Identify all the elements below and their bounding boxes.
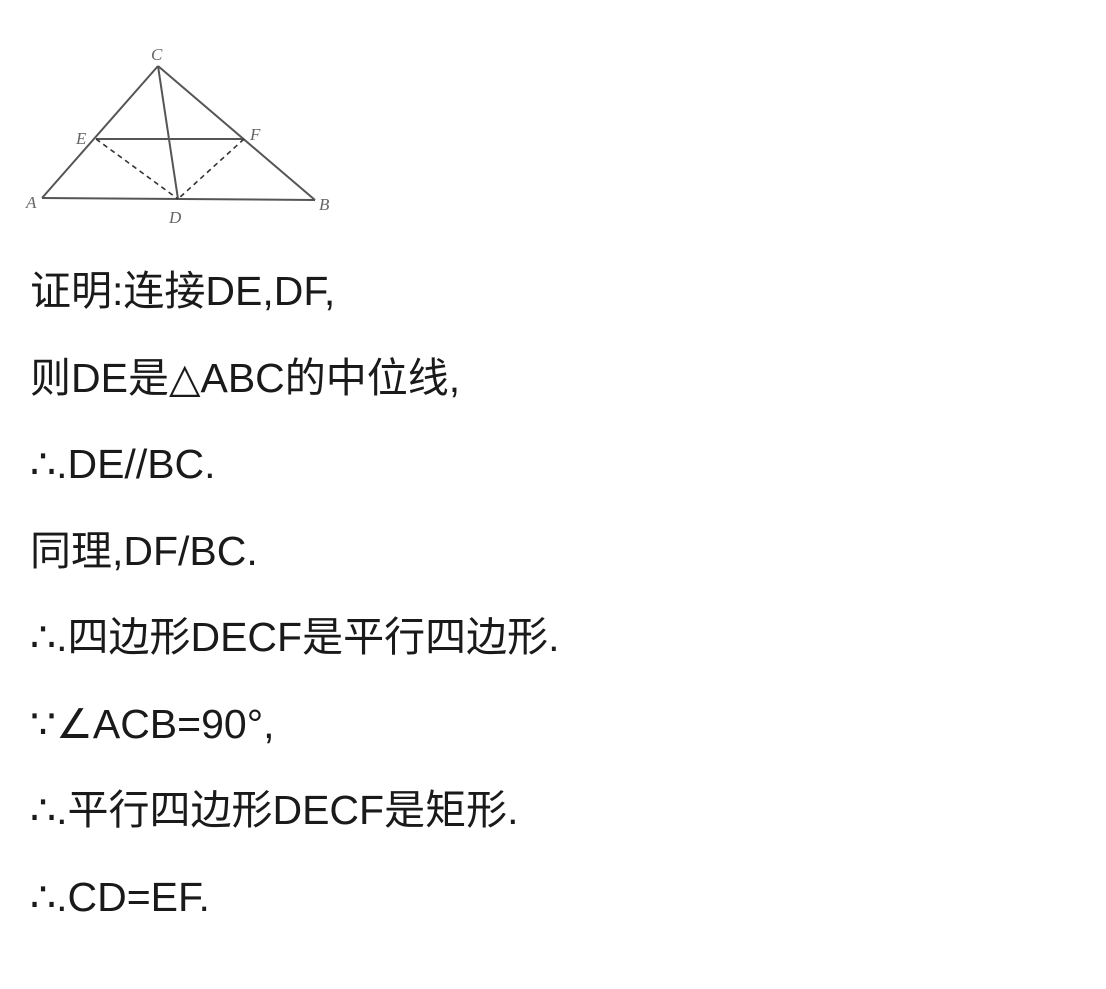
triangle-diagram: C E F A D B: [25, 45, 330, 227]
point-label-b: B: [319, 195, 330, 214]
proof-line-6: ∵∠ACB=90°,: [30, 700, 275, 747]
segment-ac: [41, 65, 159, 199]
point-label-c: C: [151, 45, 163, 64]
point-label-d: D: [168, 208, 182, 227]
point-label-e: E: [75, 129, 87, 148]
segment-de-dashed: [95, 138, 179, 200]
proof-line-2: 则DE是△ABC的中位线,: [30, 354, 461, 401]
proof-line-5: ∴.四边形DECF是平行四边形.: [30, 614, 560, 660]
point-label-a: A: [25, 193, 37, 212]
segment-ab: [41, 197, 316, 201]
triangle-figure: C E F A D B: [20, 38, 350, 238]
segment-df-dashed: [177, 138, 245, 200]
proof-text: 证明:连接DE,DF, 则DE是△ABC的中位线, ∴.DE//BC. 同理,D…: [30, 262, 1080, 954]
proof-line-3: ∴.DE//BC.: [30, 441, 216, 487]
proof-line-8: ∴.CD=EF.: [30, 873, 210, 920]
segment-cd: [157, 65, 179, 200]
proof-line-1: 证明:连接DE,DF,: [30, 268, 336, 314]
point-label-f: F: [249, 125, 261, 144]
proof-line-7: ∴.平行四边形DECF是矩形.: [30, 787, 519, 833]
segment-bc: [157, 65, 316, 201]
proof-line-4: 同理,DF/BC.: [30, 527, 258, 574]
